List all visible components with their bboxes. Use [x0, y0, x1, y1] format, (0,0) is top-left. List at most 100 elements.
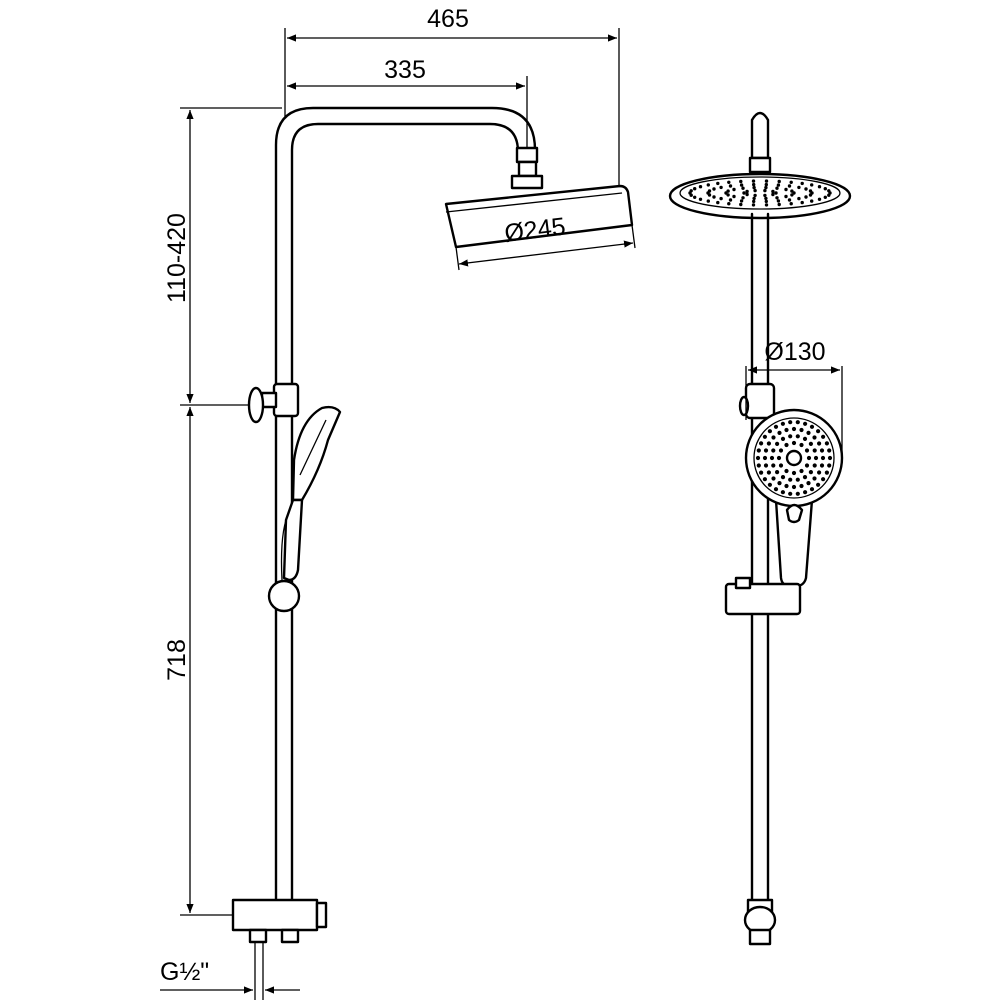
- riser-arm-outer: [274, 106, 537, 902]
- nozzle-dot: [817, 197, 822, 201]
- nozzle-dot: [827, 193, 831, 197]
- nozzle-dot: [712, 195, 716, 199]
- nozzle-dot: [728, 198, 733, 202]
- nozzle-dot: [823, 187, 827, 191]
- nozzle-dot: [784, 427, 789, 433]
- nozzle-dot: [790, 193, 794, 197]
- overhead-shower-head: [444, 184, 634, 249]
- nozzle-dot: [767, 429, 773, 434]
- dim-hand-diameter: Ø130: [764, 338, 825, 366]
- nozzle-dot: [776, 183, 781, 187]
- nozzle-dot: [810, 183, 814, 187]
- nozzle-dot: [797, 196, 801, 201]
- nozzle-dot: [771, 192, 775, 197]
- holder-knob: [247, 386, 265, 424]
- nozzle-dot: [698, 185, 703, 189]
- nozzle-dot: [769, 455, 775, 461]
- nozzle-dot: [819, 463, 825, 468]
- nozzle-dot: [776, 455, 782, 461]
- nozzle-dot: [803, 421, 808, 426]
- nozzle-dot: [784, 442, 789, 448]
- nozzle-dot: [819, 448, 825, 453]
- arm-swivel: [517, 160, 538, 178]
- nozzle-dot: [764, 182, 768, 187]
- nozzle-dot: [741, 196, 745, 200]
- nozzle-dot: [774, 191, 778, 195]
- nozzle-dot: [771, 435, 776, 440]
- nozzle-dot: [802, 475, 808, 480]
- hand-shower-grip: [282, 498, 304, 582]
- nozzle-dot: [791, 470, 797, 476]
- nozzle-dot: [763, 448, 769, 453]
- mixer-body: [231, 898, 319, 932]
- nozzle-dot: [824, 470, 830, 475]
- nozzle-dot: [771, 448, 776, 453]
- nozzle-dot: [821, 477, 826, 482]
- nozzle-dot: [795, 477, 800, 482]
- nozzle-dot: [778, 463, 784, 468]
- nozzle-dot: [741, 186, 745, 190]
- nozzle-dot: [809, 487, 815, 492]
- nozzle-dot: [812, 463, 817, 468]
- nozzle-dot: [727, 202, 731, 206]
- nozzle-dot: [780, 490, 786, 495]
- nozzle-dot: [751, 203, 756, 207]
- hand-shower-detail: [299, 419, 327, 476]
- nozzle-dot: [763, 193, 767, 198]
- nozzle-dot: [799, 468, 804, 474]
- nozzle-dot: [752, 199, 756, 204]
- nozzle-dot: [773, 424, 779, 429]
- nozzle-dot: [790, 189, 794, 193]
- nozzle-dot: [809, 424, 815, 429]
- nozzle-dot: [763, 463, 769, 468]
- nozzle-dot: [771, 189, 775, 194]
- nozzle-dot: [764, 179, 769, 183]
- mixer-cap: [315, 901, 328, 929]
- nozzle-dot: [808, 193, 813, 197]
- riser-arm-inner: [290, 122, 520, 902]
- nozzle-dot: [762, 434, 768, 439]
- nozzle-dot: [784, 468, 789, 474]
- nozzle-dot: [778, 448, 784, 453]
- nozzle-dot: [812, 435, 817, 440]
- nozzle-dot: [739, 202, 743, 207]
- nozzle-dot: [777, 481, 782, 486]
- nozzle-dot: [821, 434, 826, 439]
- holder-front: [744, 382, 776, 420]
- dim-line-245: [458, 240, 634, 267]
- arm-top-front: [750, 111, 770, 160]
- nozzle-dot: [745, 189, 749, 194]
- nozzle-dot: [756, 463, 761, 468]
- nozzle-dot: [827, 448, 832, 453]
- nozzle-dot: [804, 463, 810, 468]
- nozzle-dot: [764, 185, 768, 190]
- nozzle-dot: [780, 436, 786, 441]
- nozzle-dot: [780, 475, 786, 480]
- nozzle-dot: [808, 189, 813, 193]
- side-view: [231, 106, 634, 1000]
- dim-arm-reach: 335: [384, 56, 426, 84]
- nozzle-dot: [827, 455, 833, 461]
- hand-shower-inner-ring: [753, 417, 835, 499]
- nozzle-dot: [727, 180, 731, 184]
- nozzle-dot: [817, 441, 822, 446]
- head-top-edge: [445, 192, 623, 213]
- nozzle-dot: [764, 203, 769, 207]
- nozzle-dot: [827, 189, 831, 193]
- nozzle-dot: [799, 483, 804, 489]
- nozzle-dot: [806, 481, 811, 486]
- nozzle-dot: [808, 470, 814, 475]
- nozzle-dot: [766, 441, 772, 446]
- nozzle-dot: [712, 187, 716, 191]
- nozzle-dot: [716, 200, 720, 205]
- nozzle-dot: [784, 483, 789, 489]
- nozzle-dot: [775, 441, 780, 446]
- nozzle-dot: [764, 196, 768, 201]
- hand-shower-side: [291, 405, 342, 502]
- nozzle-dot: [732, 194, 736, 199]
- nozzle-dot: [806, 455, 812, 461]
- nozzle-dot: [784, 187, 788, 192]
- nozzle-dot: [759, 470, 764, 475]
- nozzle-dot: [776, 199, 781, 203]
- nozzle-dot: [817, 470, 822, 475]
